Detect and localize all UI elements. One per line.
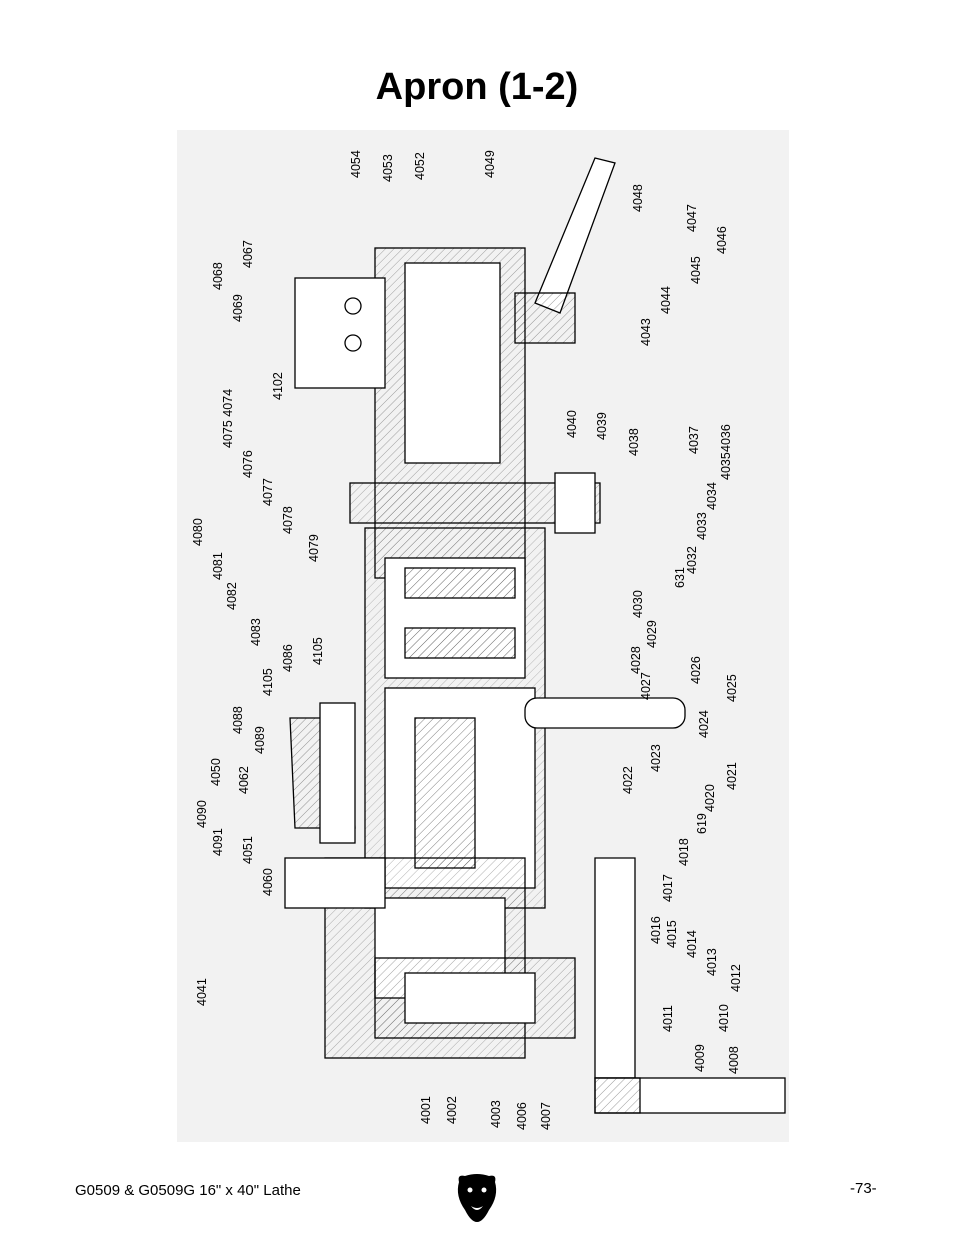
part-callout: 4017 xyxy=(661,874,675,902)
part-callout: 4075 4074 xyxy=(221,388,235,448)
part-callout: 4008 xyxy=(727,1046,741,1074)
part-callout: 4054 xyxy=(349,150,363,178)
part-callout: 4003 xyxy=(489,1100,503,1128)
part-callout: 4001 xyxy=(419,1096,433,1124)
part-callout: 4081 xyxy=(211,552,225,580)
part-callout: 4036 xyxy=(719,424,733,452)
part-callout: 4009 xyxy=(693,1044,707,1072)
part-callout: 4048 xyxy=(631,184,645,212)
part-callout: 4068 xyxy=(211,262,225,290)
apron-exploded-diagram xyxy=(177,130,789,1142)
part-callout: 4024 xyxy=(697,710,711,738)
part-callout: 4049 xyxy=(483,150,497,178)
part-callout: 4067 xyxy=(241,240,255,268)
part-callout: 4028 xyxy=(629,646,643,674)
part-callout: 4034 xyxy=(705,482,719,510)
part-callout: 4080 xyxy=(191,518,205,546)
part-callout: 4091 xyxy=(211,828,225,856)
part-callout: 4051 xyxy=(241,836,255,864)
part-callout: 4035 xyxy=(719,452,733,480)
part-callout: 4083 xyxy=(249,618,263,646)
part-callout: 4047 xyxy=(685,204,699,232)
part-callout: 4020 xyxy=(703,784,717,812)
part-callout: 4016 xyxy=(649,916,663,944)
part-callout: 4089 xyxy=(253,726,267,754)
part-callout: 4045 xyxy=(689,256,703,284)
part-callout: 4023 xyxy=(649,744,663,772)
part-callout: 4039 xyxy=(595,412,609,440)
part-callout: 4060 xyxy=(261,868,275,896)
part-callout: 4030 xyxy=(631,590,645,618)
part-callout: 4043 xyxy=(639,318,653,346)
part-callout: 4102 xyxy=(271,372,285,400)
grizzly-bear-icon xyxy=(457,1174,497,1222)
part-callout: 4038 xyxy=(627,428,641,456)
part-callout: 4032 xyxy=(685,546,699,574)
part-callout: 4022 xyxy=(621,766,635,794)
page-title: Apron (1-2) xyxy=(375,66,579,108)
part-callout: 619 xyxy=(695,813,709,834)
part-callout: 4015 xyxy=(665,920,679,948)
part-callout: 4040 xyxy=(565,410,579,438)
part-callout: 4090 xyxy=(195,800,209,828)
part-callout: 4062 xyxy=(237,766,251,794)
part-callout: 4006 xyxy=(515,1102,529,1130)
part-callout: 4105 xyxy=(311,637,325,665)
part-callout: 4014 xyxy=(685,930,699,958)
part-callout: 4027 xyxy=(639,672,653,700)
part-callout: 4046 xyxy=(715,226,729,254)
part-callout: 631 xyxy=(673,567,687,588)
part-callout: 4021 xyxy=(725,762,739,790)
part-callout: 4088 xyxy=(231,706,245,734)
part-callout: 4076 xyxy=(241,450,255,478)
part-callout: 4002 xyxy=(445,1096,459,1124)
part-callout: 4029 xyxy=(645,620,659,648)
part-callout: 4018 xyxy=(677,838,691,866)
part-callout: 4082 xyxy=(225,582,239,610)
part-callout: 4026 xyxy=(689,656,703,684)
part-callout: 4053 xyxy=(381,154,395,182)
page-number: -73- xyxy=(850,1180,877,1197)
part-callout: 4052 xyxy=(413,152,427,180)
part-callout: 4050 xyxy=(209,758,223,786)
part-callout: 4041 xyxy=(195,978,209,1006)
part-callout: 4079 xyxy=(307,534,321,562)
part-callout: 4105 xyxy=(261,668,275,696)
part-callout: 4033 xyxy=(695,512,709,540)
part-callout: 4069 xyxy=(231,294,245,322)
part-callout: 4086 xyxy=(281,644,295,672)
part-callout: 4011 xyxy=(661,1005,675,1032)
footer-model: G0509 & G0509G 16" x 40" Lathe xyxy=(75,1182,301,1199)
part-callout: 4007 xyxy=(539,1102,553,1130)
part-callout: 4044 xyxy=(659,286,673,314)
part-callout: 4037 xyxy=(687,426,701,454)
part-callout: 4025 xyxy=(725,674,739,702)
part-callout: 4013 xyxy=(705,948,719,976)
part-callout: 4078 xyxy=(281,506,295,534)
part-callout: 4010 xyxy=(717,1004,731,1032)
part-callout: 4077 xyxy=(261,478,275,506)
part-callout: 4012 xyxy=(729,964,743,992)
